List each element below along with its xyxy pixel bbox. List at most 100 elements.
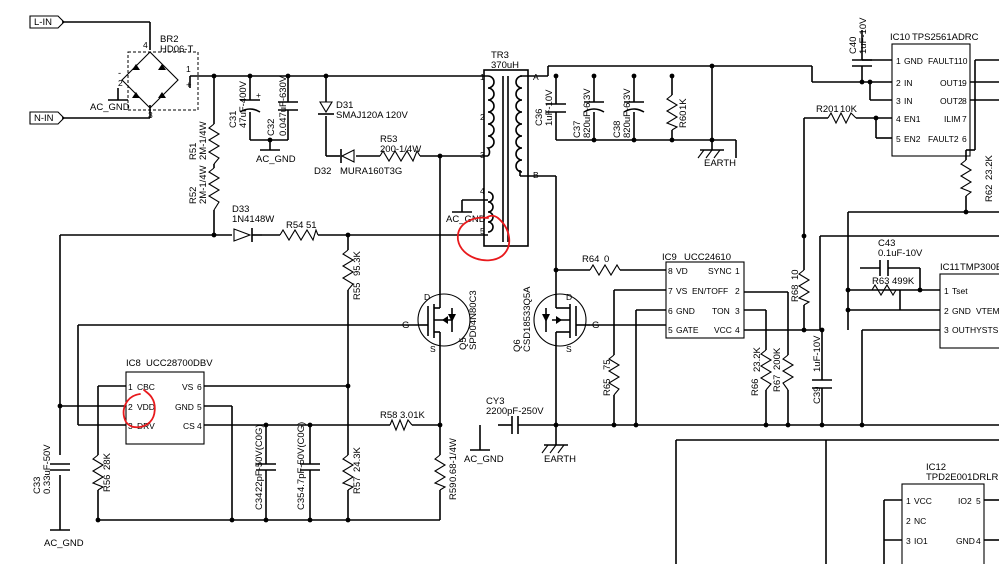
svg-text:CY3: CY3 <box>486 396 504 407</box>
earth-symbol: EARTH <box>697 149 736 169</box>
svg-text:NC: NC <box>914 516 926 526</box>
svg-text:A: A <box>533 72 539 82</box>
svg-text:5: 5 <box>480 226 485 236</box>
svg-text:R59: R59 <box>448 483 459 500</box>
svg-text:95.3K: 95.3K <box>352 251 363 276</box>
svg-text:6: 6 <box>197 382 202 392</box>
svg-text:2200pF-250V: 2200pF-250V <box>486 406 544 417</box>
svg-text:C40: C40 <box>848 37 859 54</box>
svg-text:TON: TON <box>712 306 730 316</box>
svg-text:R51: R51 <box>188 143 199 160</box>
capacitor-c39: C39 1uF-10V <box>812 335 832 404</box>
earth-symbol: EARTH <box>541 444 576 465</box>
capacitor-c40: C40 1uF-10V <box>848 17 872 67</box>
svg-text:7: 7 <box>962 114 967 124</box>
svg-text:0.047uF-630V: 0.047uF-630V <box>278 75 289 136</box>
svg-text:9: 9 <box>962 78 967 88</box>
ac-gnd-symbol: AC_GND <box>90 99 130 113</box>
resistor-r57: R57 24.3K <box>341 447 363 494</box>
svg-text:2M-1/4W: 2M-1/4W <box>198 121 209 160</box>
svg-text:C34: C34 <box>254 493 265 510</box>
svg-text:GND: GND <box>676 306 695 316</box>
svg-text:AC_GND: AC_GND <box>446 214 486 225</box>
svg-text:C37: C37 <box>572 121 583 138</box>
ic10-tps2561adrc: IC10 TPS2561ADRC 1 GND 2 IN 3 IN 4 EN1 5… <box>890 32 979 157</box>
svg-text:IC9: IC9 <box>662 252 677 263</box>
svg-text:8: 8 <box>668 266 673 276</box>
svg-text:C36: C36 <box>534 109 545 126</box>
svg-text:R53: R53 <box>380 134 397 145</box>
svg-text:200K: 200K <box>772 347 783 370</box>
svg-text:R67: R67 <box>772 375 783 392</box>
resistor-r55: R55 95.3K <box>341 249 363 300</box>
svg-text:AC_GND: AC_GND <box>464 454 504 465</box>
svg-text:EN2: EN2 <box>904 134 921 144</box>
svg-text:D: D <box>566 292 572 302</box>
svg-text:-: - <box>118 68 121 79</box>
svg-text:ILIM: ILIM <box>944 114 961 124</box>
svg-text:23.2K: 23.2K <box>984 155 995 180</box>
svg-text:OUT: OUT <box>952 325 970 335</box>
ac-gnd-symbol: AC_GND <box>446 211 486 225</box>
resistor-r54: R54 51 <box>279 220 319 242</box>
svg-text:UCC24610: UCC24610 <box>684 252 731 263</box>
svg-text:2: 2 <box>480 112 485 122</box>
svg-text:BR2: BR2 <box>160 34 178 45</box>
svg-text:C39: C39 <box>812 387 823 404</box>
svg-text:IN: IN <box>904 78 913 88</box>
svg-text:3: 3 <box>944 325 949 335</box>
capacitor-c35: C35 4.7pF-50V(C0G) <box>296 422 320 510</box>
svg-text:1uF-10V: 1uF-10V <box>812 335 823 372</box>
svg-text:R66: R66 <box>750 379 761 396</box>
svg-text:VS: VS <box>182 382 194 392</box>
svg-text:+: + <box>256 90 261 100</box>
red-annotation-marks <box>122 214 511 429</box>
svg-text:IC10: IC10 <box>890 32 910 43</box>
resistor-r66: R66 23.2K <box>750 347 773 396</box>
svg-text:6: 6 <box>668 306 673 316</box>
svg-text:4: 4 <box>197 421 202 431</box>
svg-text:5: 5 <box>668 325 673 335</box>
resistor-r58: R58 3.01K <box>380 410 425 432</box>
resistor-r52: R52 2M-1/4W <box>188 165 221 211</box>
svg-text:TPD2E001DRLR: TPD2E001DRLR <box>926 472 998 483</box>
diode-d31: D31 SMAJ120A 120V <box>318 100 408 121</box>
svg-text:EARTH: EARTH <box>544 454 576 465</box>
svg-text:CS: CS <box>183 421 195 431</box>
capacitor-c33: C33 0.33uF-50V <box>32 444 70 494</box>
svg-text:IO1: IO1 <box>914 536 928 546</box>
highlight-circle-tr3-pin5 <box>457 214 511 262</box>
svg-text:SYNC: SYNC <box>708 266 732 276</box>
net-label-n-in: N-IN <box>29 111 65 125</box>
capacitor-c34: C34 22pF-50V(C0G) <box>254 424 276 510</box>
svg-text:G: G <box>592 320 599 331</box>
svg-text:2: 2 <box>906 516 911 526</box>
svg-text:3: 3 <box>896 96 901 106</box>
svg-text:MURA160T3G: MURA160T3G <box>340 166 402 177</box>
svg-text:GND: GND <box>956 536 975 546</box>
resistor-r62: R62 23.2K <box>959 155 995 202</box>
resistor-r59: R59 0.68-1/4W <box>433 438 459 500</box>
svg-text:R58: R58 <box>380 410 397 421</box>
wires <box>59 21 999 564</box>
svg-text:+: + <box>186 80 192 91</box>
svg-text:B: B <box>533 170 539 180</box>
svg-text:VS: VS <box>676 286 688 296</box>
svg-text:G: G <box>402 320 409 331</box>
svg-text:CSD18533Q5A: CSD18533Q5A <box>522 286 533 352</box>
svg-text:4: 4 <box>896 114 901 124</box>
capacitor-cy3: CY3 2200pF-250V <box>486 396 544 434</box>
resistor-r63: R63 499K <box>871 276 915 297</box>
resistor-r56: R56 28K <box>91 452 113 492</box>
svg-text:4.7pF-50V(C0G): 4.7pF-50V(C0G) <box>296 422 307 492</box>
ac-gnd-symbol: AC_GND <box>464 449 504 465</box>
svg-text:GND: GND <box>952 306 971 316</box>
svg-text:200-1/4W: 200-1/4W <box>380 144 421 155</box>
capacitor-c31: + C31 47uF-400V <box>228 80 261 128</box>
svg-text:2: 2 <box>896 78 901 88</box>
svg-text:R63: R63 <box>872 276 889 287</box>
svg-text:1: 1 <box>944 286 949 296</box>
svg-text:370uH: 370uH <box>491 60 519 71</box>
svg-text:AC_GND: AC_GND <box>90 102 130 113</box>
